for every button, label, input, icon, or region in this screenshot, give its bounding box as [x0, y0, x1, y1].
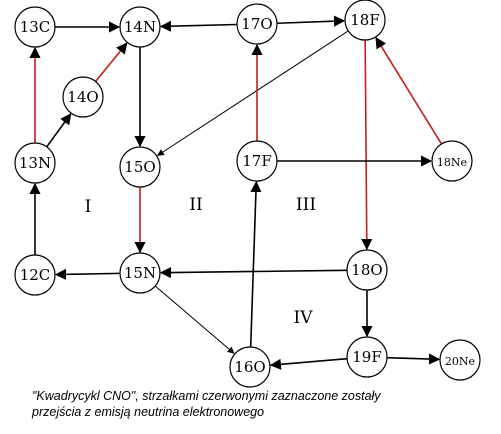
node-label-15N: 15N: [124, 264, 156, 282]
node-label-18O: 18O: [351, 261, 382, 279]
node-label-17O: 17O: [241, 15, 272, 33]
edge-19F-to-20Ne: [386, 353, 441, 365]
node-label-14O: 14O: [67, 88, 98, 106]
node-label-15O: 15O: [124, 158, 155, 176]
edge-19F-to-16O: [269, 357, 348, 370]
node-label-17F: 17F: [242, 152, 272, 170]
caption-line-2: przejścia z emisją neutrina elektronoweg…: [32, 405, 265, 419]
region-label-2: II: [189, 195, 202, 215]
region-label-3: III: [296, 195, 316, 215]
node-17O: 17O: [236, 3, 278, 45]
node-label-19F: 19F: [352, 348, 382, 366]
edge-18Ne-to-18F: [375, 36, 443, 145]
node-12C: 12C: [14, 254, 56, 296]
node-circle-17F: [236, 140, 278, 182]
node-circle-18Ne: [431, 140, 473, 182]
node-circle-15N: [119, 252, 161, 294]
figure-caption: "Kwadrycykl CNO", strzałkami czerwonymi …: [32, 388, 501, 420]
node-15N: 15N: [119, 252, 161, 294]
node-label-16O: 16O: [234, 358, 265, 376]
node-circle-18O: [346, 249, 388, 291]
edge-18F-to-15O: [156, 30, 349, 156]
node-circle-15O: [119, 146, 161, 188]
region-label-1: I: [85, 197, 92, 217]
node-18F: 18F: [344, 0, 386, 41]
edge-14O-to-14N: [95, 42, 128, 82]
node-16O: 16O: [229, 346, 271, 388]
nodes-layer: 13C 14N 17O 18F 14O 13N 15O 17F 18Ne 12C 15N 18O 16O…: [14, 0, 481, 388]
node-14N: 14N: [119, 6, 161, 48]
edge-17O-to-14N: [159, 20, 238, 32]
edge-15N-to-12C: [54, 268, 121, 281]
edge-17O-to-18F: [276, 15, 346, 27]
node-14O: 14O: [62, 76, 104, 118]
node-label-13C: 13C: [20, 18, 51, 36]
node-circle-14N: [119, 6, 161, 48]
edge-18F-to-18O: [361, 39, 373, 251]
caption-line-1: "Kwadrycykl CNO", strzałkami czerwonymi …: [32, 389, 381, 403]
node-17F: 17F: [236, 140, 278, 182]
node-19F: 19F: [346, 336, 388, 378]
edge-16O-to-17F: [249, 180, 262, 348]
node-circle-16O: [229, 346, 271, 388]
node-label-13N: 13N: [19, 154, 51, 172]
node-circle-18F: [344, 0, 386, 41]
node-label-14N: 14N: [124, 18, 156, 36]
node-circle-20Ne: [439, 339, 481, 381]
cno-cycle-diagram: 13C 14N 17O 18F 14O 13N 15O 17F 18Ne 12C 15N 18O 16O…: [14, 0, 481, 388]
node-circle-17O: [236, 3, 278, 45]
node-label-12C: 12C: [20, 266, 51, 284]
node-13C: 13C: [14, 6, 56, 48]
node-18Ne: 18Ne: [431, 140, 473, 182]
node-circle-13N: [14, 142, 56, 184]
node-circle-12C: [14, 254, 56, 296]
node-label-18F: 18F: [350, 11, 380, 29]
node-circle-13C: [14, 6, 56, 48]
node-circle-19F: [346, 336, 388, 378]
node-13N: 13N: [14, 142, 56, 184]
node-circle-14O: [62, 76, 104, 118]
node-15O: 15O: [119, 146, 161, 188]
node-label-20Ne: 20Ne: [445, 355, 475, 368]
edges-layer: [29, 15, 443, 370]
edge-15N-to-16O: [154, 285, 235, 354]
node-18O: 18O: [346, 249, 388, 291]
edge-13N-to-14O: [46, 113, 72, 148]
node-20Ne: 20Ne: [439, 339, 481, 381]
region-label-4: IV: [294, 308, 314, 328]
node-label-18Ne: 18Ne: [437, 156, 467, 169]
